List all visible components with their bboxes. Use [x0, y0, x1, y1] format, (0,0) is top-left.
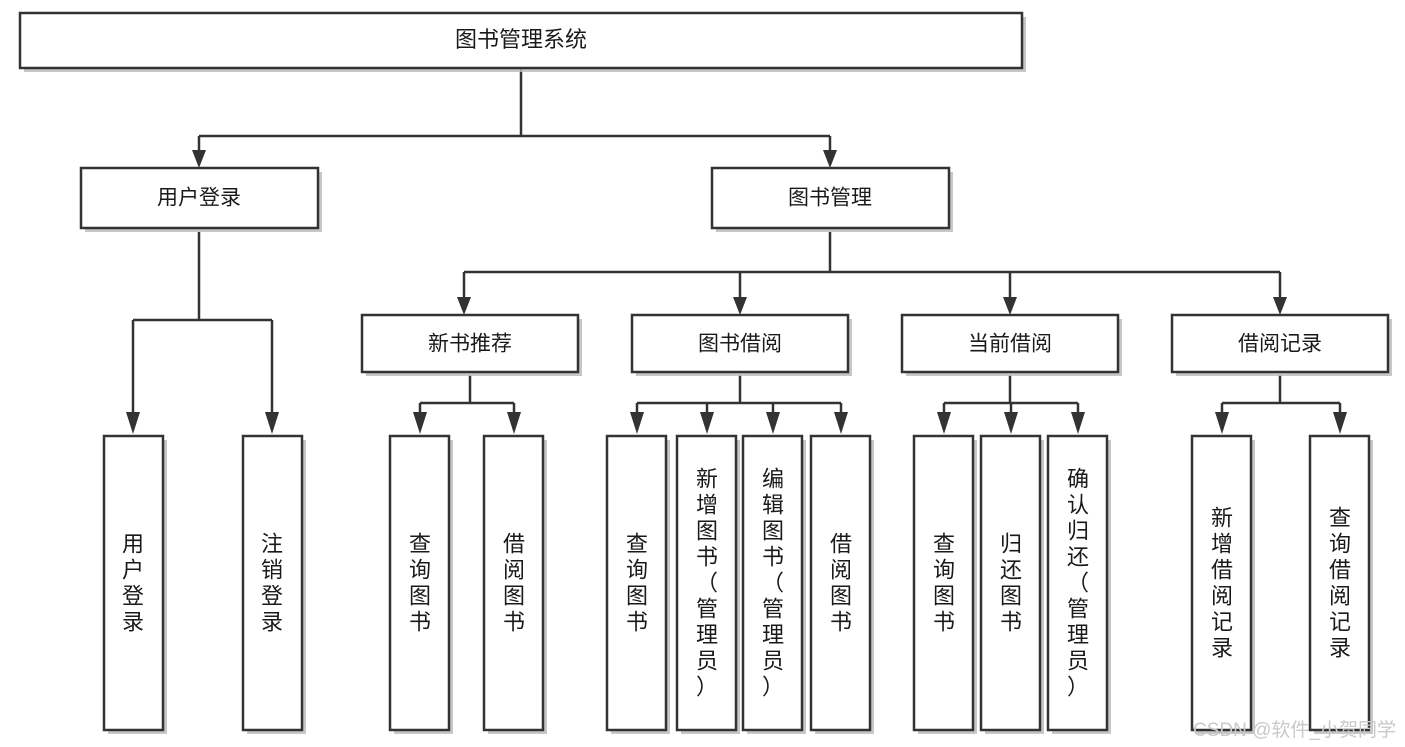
node-book-borrow[interactable]: 图书借阅: [630, 313, 852, 376]
leaf-vtext-4: 查询图书: [626, 531, 648, 634]
arrow-head-icon: [823, 150, 837, 168]
node-leaf-add-book[interactable]: 新增图书（管理员）: [675, 434, 740, 734]
node-new-book-recommend[interactable]: 新书推荐: [360, 313, 582, 376]
node-leaf-query-book-1[interactable]: 查询图书: [388, 434, 453, 734]
node-leaf-query-book-3[interactable]: 查询图书: [912, 434, 977, 734]
node-rect[interactable]: [741, 434, 804, 732]
arrow-head-icon: [1215, 412, 1229, 434]
node-root[interactable]: 图书管理系统: [18, 11, 1026, 72]
node-rect[interactable]: [18, 11, 1024, 70]
node-leaf-borrow-book-1[interactable]: 借阅图书: [482, 434, 547, 734]
node-label-book-manage: 图书管理: [788, 187, 872, 210]
leaf-vtext-9: 归还图书: [1000, 531, 1022, 634]
arrow-head-icon: [1004, 412, 1018, 434]
arrow-head-icon: [457, 297, 471, 315]
node-leaf-query-record[interactable]: 查询借阅记录: [1308, 434, 1373, 734]
arrow-head-icon: [1333, 412, 1347, 434]
leaf-vtext-2: 查询图书: [409, 531, 431, 634]
arrow-head-icon: [700, 412, 714, 434]
node-label-new-book-recommend: 新书推荐: [428, 333, 512, 356]
arrow-head-icon: [413, 412, 427, 434]
node-rect[interactable]: [388, 434, 451, 732]
arrow-head-icon: [1071, 412, 1085, 434]
leaf-vtext-0: 用户登录: [122, 531, 144, 634]
node-rect[interactable]: [360, 313, 580, 374]
node-rect[interactable]: [605, 434, 668, 732]
leaf-vtext-1: 注销登录: [261, 531, 283, 634]
arrow-head-icon: [733, 297, 747, 315]
node-rect[interactable]: [1190, 434, 1253, 732]
leaf-vtext-7: 借阅图书: [830, 531, 852, 634]
arrow-head-icon: [126, 412, 140, 434]
leaf-vtext-11: 新增借阅记录: [1211, 505, 1233, 660]
node-label-borrow-record: 借阅记录: [1238, 333, 1322, 356]
node-leaf-query-book-2[interactable]: 查询图书: [605, 434, 670, 734]
node-label-book-borrow: 图书借阅: [698, 333, 782, 356]
csdn-watermark: CSDN @软件_小贺同学: [1193, 719, 1396, 741]
arrow-head-icon: [834, 412, 848, 434]
node-rect[interactable]: [1046, 434, 1109, 732]
node-rect[interactable]: [241, 434, 304, 732]
leaf-vtext-3: 借阅图书: [503, 531, 525, 634]
node-rect[interactable]: [482, 434, 545, 732]
node-borrow-record[interactable]: 借阅记录: [1170, 313, 1392, 376]
node-rect[interactable]: [79, 166, 320, 230]
connector-layer: [126, 68, 1347, 434]
node-label-root: 图书管理系统: [455, 27, 587, 52]
node-current-borrow[interactable]: 当前借阅: [900, 313, 1122, 376]
node-leaf-user-login[interactable]: 用户登录: [102, 434, 167, 734]
node-rect[interactable]: [630, 313, 850, 374]
node-leaf-add-record[interactable]: 新增借阅记录: [1190, 434, 1255, 734]
node-rect[interactable]: [675, 434, 738, 732]
node-rect[interactable]: [102, 434, 165, 732]
leaf-vtext-6: 编辑图书（管理员）: [762, 466, 784, 699]
node-rect[interactable]: [1170, 313, 1390, 374]
node-rect[interactable]: [900, 313, 1120, 374]
leaf-vtext-5: 新增图书（管理员）: [696, 466, 718, 699]
node-user-login[interactable]: 用户登录: [79, 166, 322, 232]
node-label-user-login: 用户登录: [157, 187, 241, 210]
arrow-head-icon: [1273, 297, 1287, 315]
node-rect[interactable]: [1308, 434, 1371, 732]
node-leaf-confirm-return[interactable]: 确认归还（管理员）: [1046, 434, 1111, 734]
node-rect[interactable]: [912, 434, 975, 732]
arrow-head-icon: [192, 150, 206, 168]
arrow-head-icon: [937, 412, 951, 434]
leaf-vtext-12: 查询借阅记录: [1329, 505, 1351, 660]
node-leaf-edit-book[interactable]: 编辑图书（管理员）: [741, 434, 806, 734]
arrow-head-icon: [507, 412, 521, 434]
node-rect[interactable]: [809, 434, 872, 732]
arrow-head-icon: [265, 412, 279, 434]
arrow-head-icon: [1003, 297, 1017, 315]
leaf-vtext-10: 确认归还（管理员）: [1067, 466, 1089, 699]
node-book-manage[interactable]: 图书管理: [710, 166, 953, 232]
node-leaf-user-logout[interactable]: 注销登录: [241, 434, 306, 734]
node-label-current-borrow: 当前借阅: [968, 333, 1052, 356]
node-rect[interactable]: [979, 434, 1042, 732]
node-leaf-borrow-book-2[interactable]: 借阅图书: [809, 434, 874, 734]
arrow-head-icon: [766, 412, 780, 434]
arrow-head-icon: [630, 412, 644, 434]
node-leaf-return-book[interactable]: 归还图书: [979, 434, 1044, 734]
node-rect[interactable]: [710, 166, 951, 230]
leaf-vtext-8: 查询图书: [933, 531, 955, 634]
